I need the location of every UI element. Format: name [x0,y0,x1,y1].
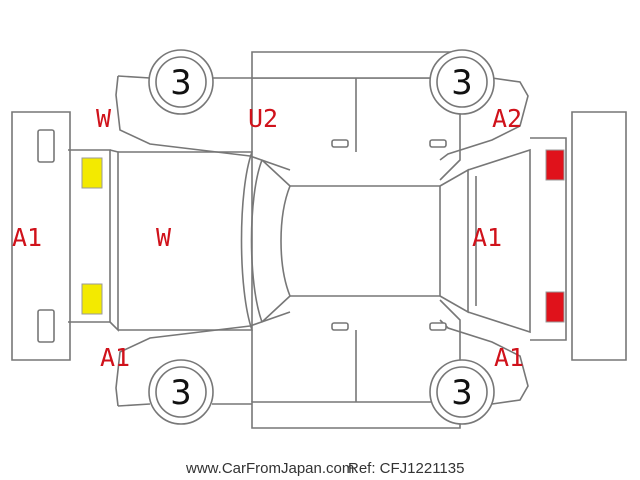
rear-light-bottom [81,283,103,315]
rear-lights [68,149,111,323]
tire-rear-left: 3 [148,49,214,115]
tire-front-left-value: 3 [451,63,473,103]
damage-code-front-right-fender: A1 [494,343,524,372]
damage-code-roof: W [156,223,172,252]
footer-ref: Ref: CFJ1221135 [348,460,464,477]
rear-light-top [81,157,103,189]
damage-code-front-left-fender: A2 [492,104,522,133]
damage-code-rear-left-door: U2 [248,104,278,133]
tire-rear-left-value: 3 [170,63,192,103]
damage-code-rear-right-corner: A1 [100,343,130,372]
front-light-top [545,149,565,181]
doors-right-side [251,299,461,429]
damage-code-rear-left-corner: W [96,104,112,133]
tire-front-right-value: 3 [451,373,473,413]
rear-bumper [11,111,71,361]
car-body [109,75,529,407]
tire-rear-right-value: 3 [170,373,192,413]
footer-site: www.CarFromJapan.com [185,460,354,477]
tire-rear-right: 3 [148,359,214,425]
front-bumper [571,111,627,361]
tire-front-right: 3 [429,359,495,425]
cabin [240,151,469,331]
front-light-bottom [545,291,565,323]
hood [467,148,531,334]
damage-code-rear-bumper: A1 [12,223,42,252]
doors-left-side [251,51,461,181]
front-lights [530,137,567,341]
tire-front-left: 3 [429,49,495,115]
damage-code-front-bumper: A1 [472,223,502,252]
